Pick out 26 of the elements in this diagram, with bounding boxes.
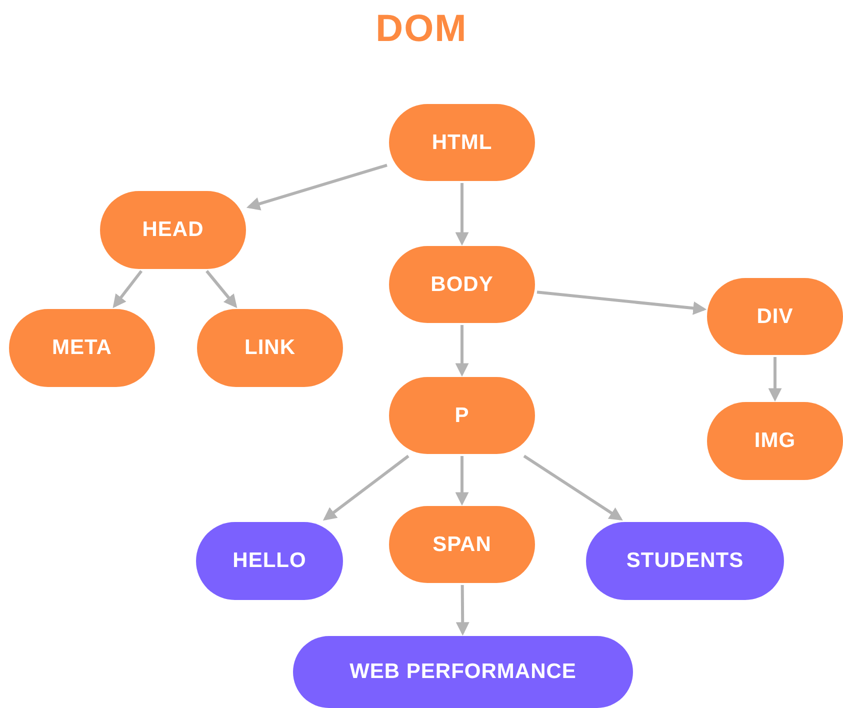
arrow (456, 584, 470, 636)
arrow (523, 454, 623, 520)
arrow (455, 183, 469, 246)
node-label: META (52, 336, 112, 360)
arrow (322, 454, 410, 521)
arrow (536, 290, 707, 315)
arrow (246, 164, 388, 210)
rounded-node (707, 402, 843, 480)
arrow (455, 456, 469, 506)
node-label: STUDENTS (626, 549, 744, 573)
node-label: P (454, 404, 470, 428)
node-label: BODY (430, 272, 494, 296)
node-label: HEAD (142, 218, 204, 242)
arrow (112, 270, 143, 308)
node-label: DIV (756, 304, 794, 328)
node-label: WEB PERFORMANCE (350, 660, 576, 684)
node-label: HELLO (232, 549, 306, 573)
arrow (206, 270, 238, 308)
rounded-node (707, 278, 843, 355)
node-label: LINK (244, 336, 296, 360)
diagram-title: DOM (376, 8, 468, 50)
node-label: SPAN (432, 532, 492, 556)
node-label: IMG (754, 429, 796, 453)
node-label: HTML (432, 130, 492, 154)
arrow (455, 325, 469, 377)
arrow (768, 357, 782, 402)
